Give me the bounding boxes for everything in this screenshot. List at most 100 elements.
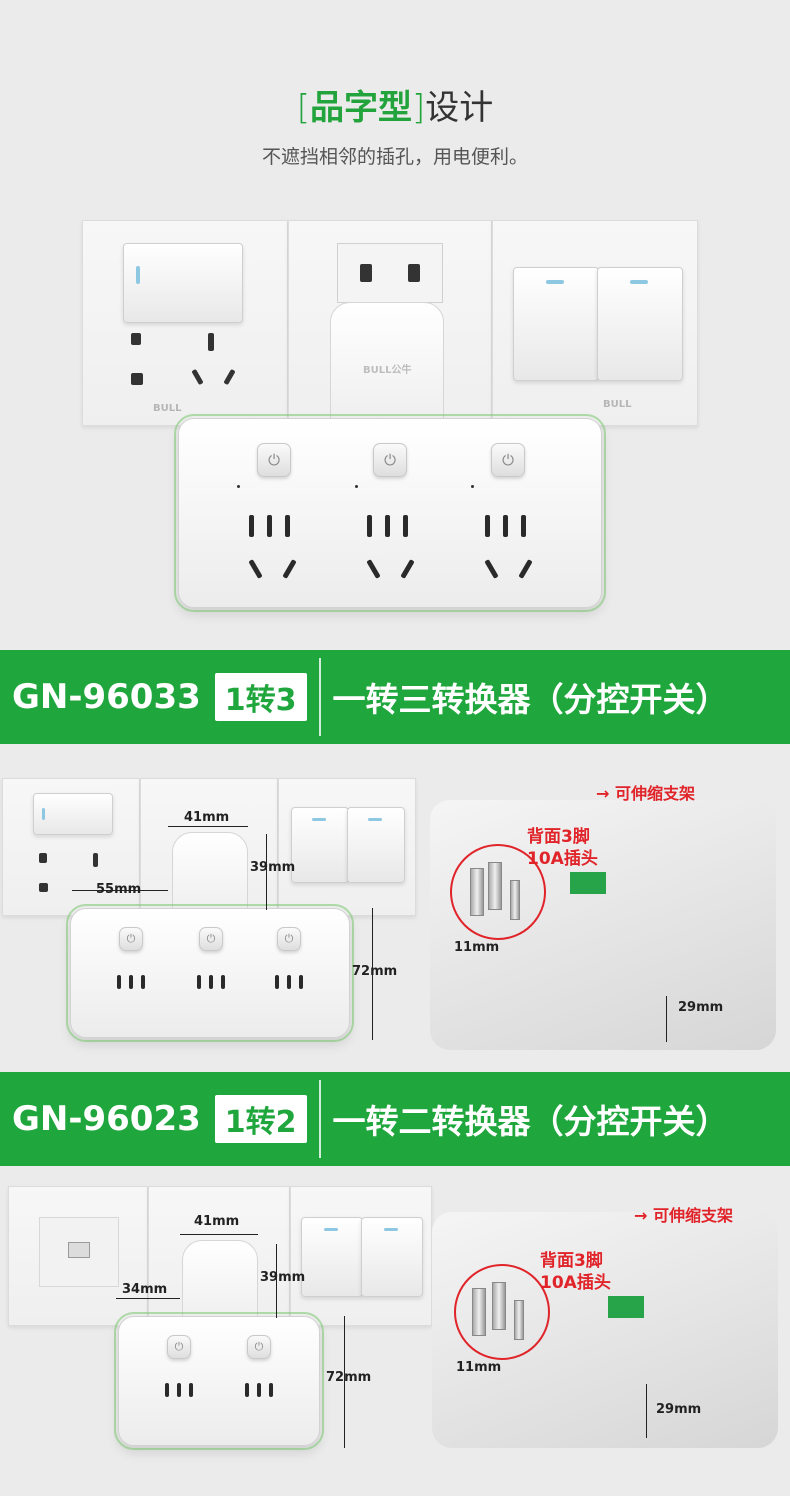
dim-neck-width: 41mm: [184, 810, 230, 825]
dim-neck-height: 39mm: [260, 1270, 306, 1285]
model-banner-2: GN-96023 1转2 一转二转换器（分控开关）: [0, 1072, 790, 1166]
adapter-plug-neck: [172, 832, 248, 912]
socket-slot: [177, 1383, 181, 1397]
socket-slot: [366, 559, 381, 579]
back-pins-label-line1: 背面3脚: [527, 827, 590, 847]
adapter-plug-neck: BULL公牛: [330, 302, 444, 422]
dimension-line: [646, 1384, 647, 1438]
heading-open-bracket: [: [296, 88, 310, 128]
socket-hole: [360, 264, 372, 282]
plug-highlight-circle: [450, 844, 546, 940]
wall-switch-indicator: [546, 280, 564, 284]
wall-switch-left: [513, 267, 599, 381]
socket-hole: [191, 368, 204, 386]
wall-switch-right: [597, 267, 683, 381]
socket-slot: [129, 975, 133, 989]
socket-slot: [267, 515, 272, 537]
socket-slot: [249, 515, 254, 537]
dimension-line: [344, 1316, 345, 1448]
dimension-line: [72, 890, 168, 891]
model-tag: 1转2: [214, 1095, 307, 1143]
socket-slot: [197, 975, 201, 989]
wall-rocker-switch: [33, 793, 113, 835]
dim-body-depth: 29mm: [656, 1402, 702, 1417]
dimension-line: [266, 834, 267, 910]
socket-slot: [485, 515, 490, 537]
socket-slot: [518, 559, 533, 579]
socket-slot: [117, 975, 121, 989]
socket-slot: [248, 559, 263, 579]
wall-panel-socket: [2, 778, 140, 916]
dim-pin-depth: 11mm: [454, 940, 500, 955]
section-heading: [品字型]设计: [0, 80, 790, 129]
model-banner-1: GN-96033 1转3 一转三转换器（分控开关）: [0, 650, 790, 744]
indicator-dot: [355, 485, 358, 488]
socket-slot: [385, 515, 390, 537]
bracket-label: → 可伸缩支架: [596, 784, 695, 803]
socket-slot: [400, 559, 415, 579]
back-pins-label-line2: 10A插头: [540, 1273, 611, 1293]
indicator-dot: [471, 485, 474, 488]
socket-slot: [141, 975, 145, 989]
wall-panel-switch: [290, 1186, 432, 1326]
model-number: GN-96023: [12, 1099, 201, 1139]
wall-switch-indicator: [136, 266, 140, 284]
adapter-three-way: ⏻ ⏻ ⏻: [66, 904, 354, 1042]
power-button-icon: ⏻: [247, 1335, 271, 1359]
power-button-icon: ⏻: [257, 443, 291, 477]
dimension-line: [666, 996, 667, 1042]
wall-panel-socket: BULL: [82, 220, 288, 426]
banner-divider: [318, 1080, 321, 1158]
back-pins-label-line2: 10A插头: [527, 849, 598, 869]
socket-slot: [245, 1383, 249, 1397]
dimension-line: [116, 1298, 180, 1299]
network-port: [68, 1242, 90, 1258]
wall-switch-left: [301, 1217, 363, 1297]
heading-close-bracket: ]: [412, 88, 426, 128]
dim-left-offset: 55mm: [96, 882, 142, 897]
wall-brand-label: BULL: [603, 399, 632, 410]
dim-body-height: 72mm: [326, 1370, 372, 1385]
plug-pin: [492, 1282, 506, 1330]
dimension-line: [180, 1234, 258, 1235]
dimension-line: [372, 908, 373, 1040]
adapter-plug-neck: [182, 1240, 258, 1322]
socket-hole: [408, 264, 420, 282]
socket-slot: [257, 1383, 261, 1397]
power-button-icon: ⏻: [199, 927, 223, 951]
power-button-icon: ⏻: [167, 1335, 191, 1359]
heading-rest: 设计: [425, 88, 494, 128]
model-number: GN-96033: [12, 677, 201, 717]
wall-rocker-switch: [123, 243, 243, 323]
socket-slot: [367, 515, 372, 537]
socket-slot: [282, 559, 297, 579]
socket-hole: [93, 853, 98, 867]
wall-switch-indicator: [384, 1228, 398, 1231]
model-tag: 1转3: [214, 673, 307, 721]
socket-slot: [287, 975, 291, 989]
socket-slot: [299, 975, 303, 989]
wall-switch-indicator: [368, 818, 382, 821]
socket-slot: [484, 559, 499, 579]
socket-slot: [269, 1383, 273, 1397]
model-description: 一转二转换器（分控开关）: [332, 1102, 729, 1141]
plug-pin: [488, 862, 502, 910]
model-description: 一转三转换器（分控开关）: [332, 680, 729, 719]
socket-hole: [131, 373, 143, 385]
wall-switch-indicator: [312, 818, 326, 821]
adapter-brand-label: BULL公牛: [363, 365, 412, 376]
adapter-back-view: [430, 800, 776, 1050]
dim-neck-height: 39mm: [250, 860, 296, 875]
plug-highlight-circle: [454, 1264, 550, 1360]
wall-switch-indicator: [630, 280, 648, 284]
network-port-plate: [39, 1217, 119, 1287]
plug-pin: [514, 1300, 524, 1340]
socket-slot: [285, 515, 290, 537]
socket-slot: [521, 515, 526, 537]
socket-slot: [209, 975, 213, 989]
socket-slot: [221, 975, 225, 989]
dim-body-depth: 29mm: [678, 1000, 724, 1015]
wall-brand-label: BULL: [153, 403, 182, 414]
power-button-icon: ⏻: [491, 443, 525, 477]
socket-hole: [39, 853, 47, 863]
